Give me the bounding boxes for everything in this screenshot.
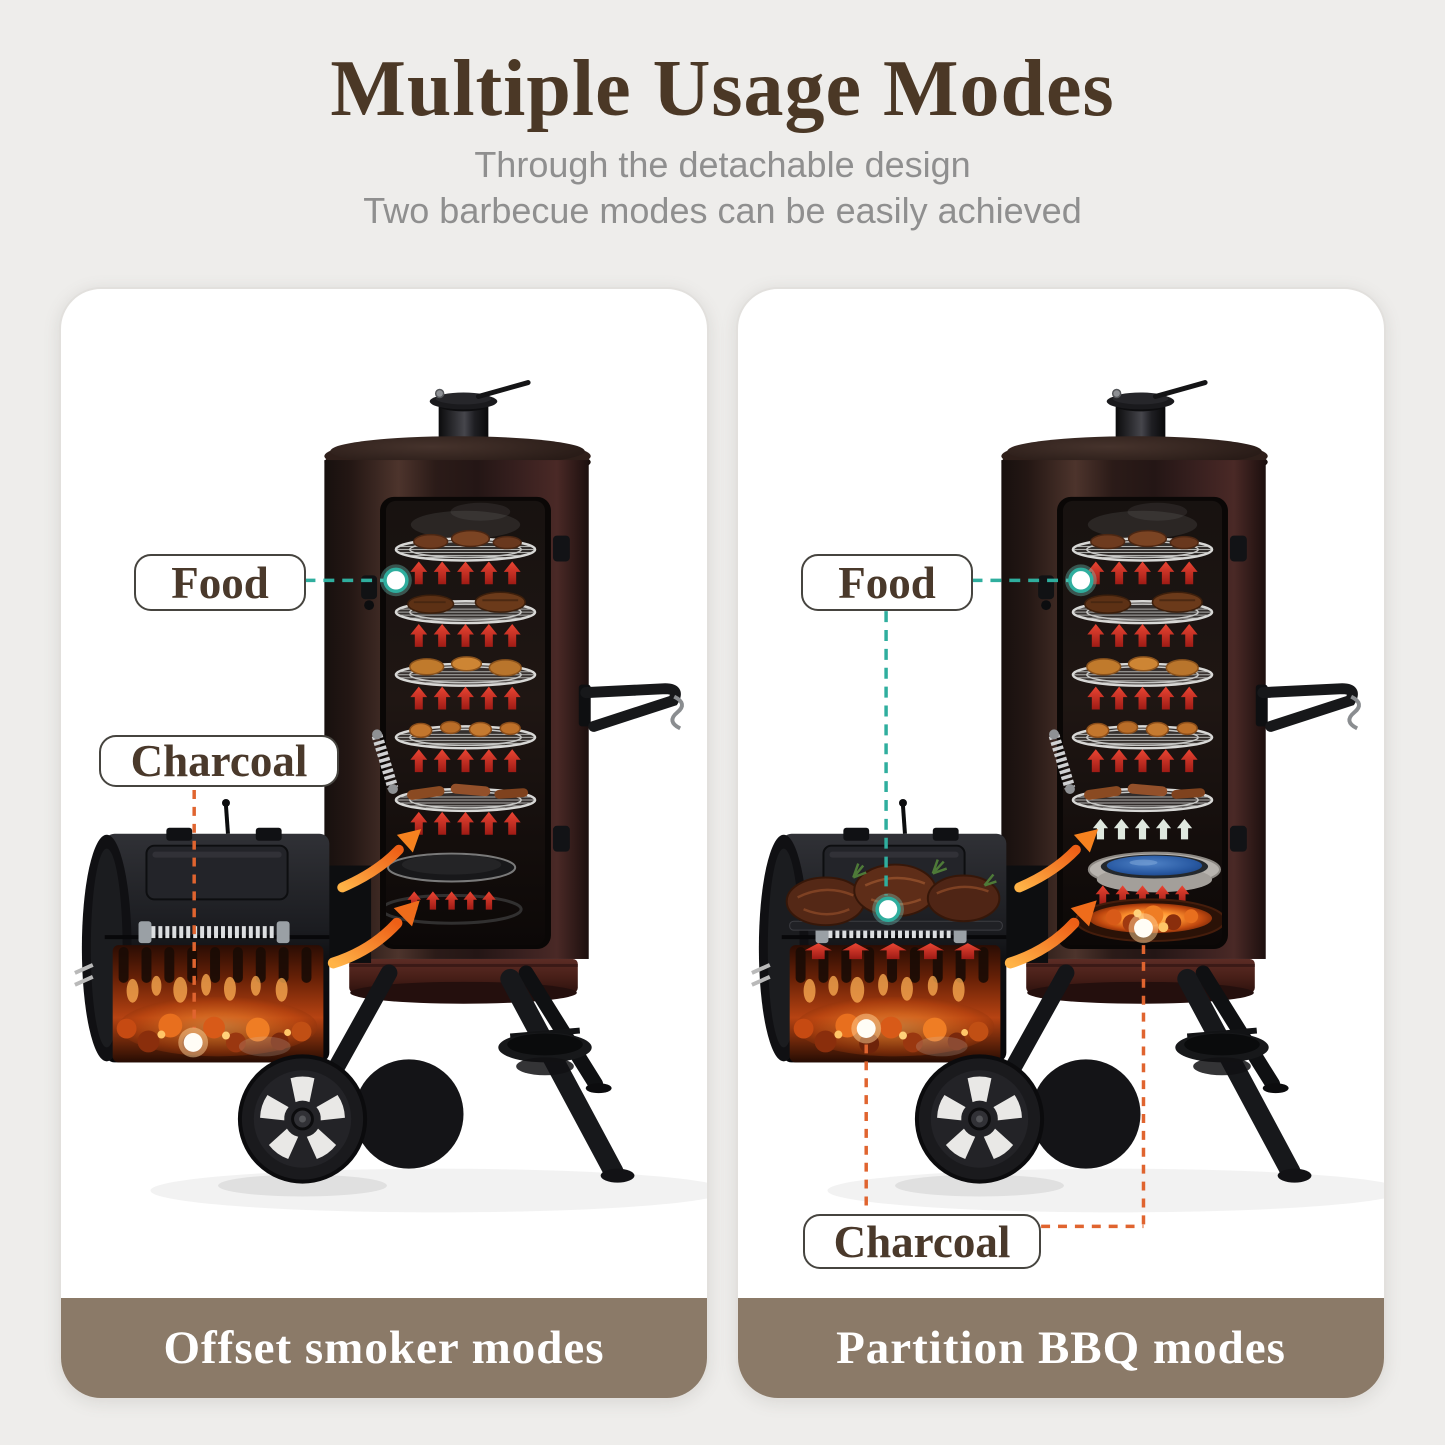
charcoal-marker-dot xyxy=(178,1027,209,1058)
charcoal-marker-dot-firebox xyxy=(851,1013,882,1044)
mode-panels: Food Charcoal Offset smoker modes xyxy=(0,287,1445,1400)
panel-offset-smoker: Food Charcoal Offset smoker modes xyxy=(59,287,709,1400)
subtitle-line-2: Two barbecue modes can be easily achieve… xyxy=(363,190,1082,232)
subtitle-line-1: Through the detachable design xyxy=(474,144,971,186)
water-pan xyxy=(1087,851,1222,893)
legs xyxy=(988,973,1311,1183)
charcoal-label: Charcoal xyxy=(99,735,339,787)
food-marker-dot-firebox xyxy=(870,891,906,927)
legs xyxy=(311,973,634,1183)
charcoal-marker-dot-basin xyxy=(1128,913,1159,944)
food-label: Food xyxy=(134,554,306,611)
panel-partition-bbq: Food Charcoal Partition BBQ modes xyxy=(736,287,1386,1400)
partition-bbq-illustration xyxy=(738,289,1384,1229)
panel-caption: Offset smoker modes xyxy=(61,1298,707,1398)
annotation-connectors xyxy=(851,562,1159,1229)
firebox xyxy=(75,799,371,1062)
food-label: Food xyxy=(801,554,973,611)
page-title: Multiple Usage Modes xyxy=(330,45,1115,133)
wheel xyxy=(237,1054,368,1184)
header: Multiple Usage Modes Through the detacha… xyxy=(0,0,1445,287)
rosemary-sprigs xyxy=(852,859,997,887)
offset-smoker-illustration xyxy=(61,289,707,1213)
panel-caption: Partition BBQ modes xyxy=(738,1298,1384,1398)
charcoal-label: Charcoal xyxy=(803,1214,1041,1269)
food-marker-dot xyxy=(1063,562,1099,598)
smoker-body xyxy=(324,383,682,1004)
annotation-connectors xyxy=(178,562,414,1058)
food-marker-dot xyxy=(378,562,414,598)
wheel xyxy=(914,1054,1045,1184)
